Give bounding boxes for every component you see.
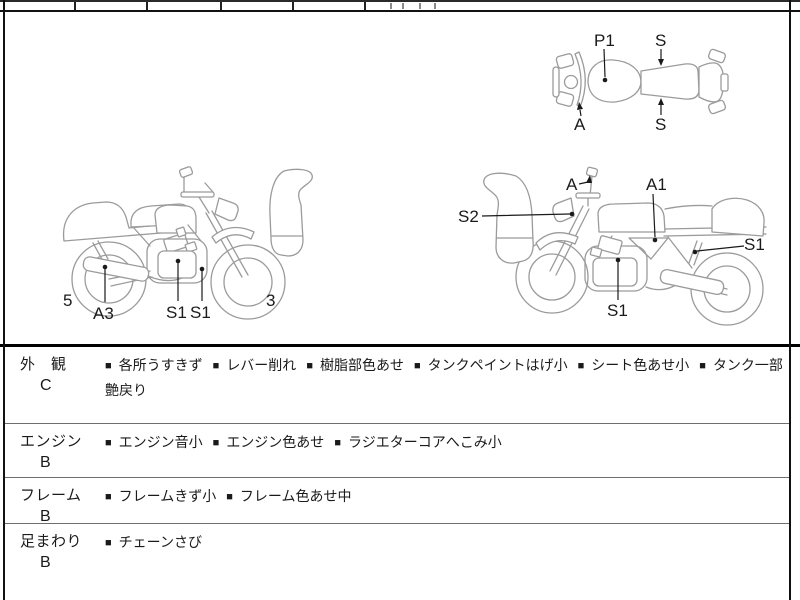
bullet-square-icon: ■ [334, 437, 341, 449]
condition-items: ■各所うすきず■レバー削れ■樹脂部色あせ■タンクペイントはげ小■シート色あせ小■… [105, 347, 789, 423]
condition-item: ■ エンジン色あせ [213, 434, 325, 450]
condition-item: ■ チェーンさび [105, 534, 202, 550]
table-top-border [0, 344, 800, 347]
label-s1-engine-right: S1 [607, 301, 628, 320]
condition-grade: B [40, 554, 51, 571]
condition-category-column: 外 観 C [5, 347, 105, 423]
condition-items: ■ フレームきず小 ■ フレーム色あせ中 [105, 478, 789, 523]
condition-item-text: シート色あせ小 [591, 357, 690, 373]
condition-item-text: 樹脂部色あせ [319, 357, 404, 373]
label-a-top-view: A [574, 115, 586, 134]
bullet-square-icon: ■ [212, 360, 220, 372]
bullet-square-icon: ■ [306, 360, 313, 372]
condition-category-column: エンジン B [5, 424, 105, 477]
diagram-top-border [0, 10, 800, 12]
bullet-square-icon: ■ [212, 437, 220, 449]
condition-grade: B [40, 454, 51, 471]
condition-item-text: 各所うすきず [118, 357, 203, 373]
column-divider [74, 0, 76, 10]
condition-item: ■ レバー削れ [213, 357, 297, 373]
bullet-square-icon: ■ [226, 491, 233, 503]
bullet-square-icon: ■ [105, 537, 112, 549]
label-a3: A3 [93, 304, 114, 323]
cropped-table-row [0, 0, 800, 10]
sheet-top-border [0, 0, 800, 2]
condition-item-text: タンクペイントはげ小 [427, 357, 568, 373]
condition-item-text: エンジン色あせ [226, 434, 325, 450]
bullet-square-icon: ■ [699, 360, 706, 372]
condition-category-column: 足まわり B [5, 524, 105, 600]
label-a1: A1 [646, 175, 667, 194]
condition-grade: C [40, 377, 52, 394]
label-s2: S2 [458, 207, 479, 226]
cut-text-fragment [390, 3, 392, 9]
label-s1-engine-left: S1 [166, 303, 187, 322]
condition-item: ■ フレーム色あせ中 [226, 488, 351, 504]
cut-text-fragment [434, 3, 436, 9]
condition-item-text: フレーム色あせ中 [239, 488, 352, 504]
condition-grade: B [40, 508, 51, 525]
condition-item: ■ エンジン音小 [105, 434, 203, 450]
condition-category: エンジン [20, 433, 83, 450]
bullet-square-icon: ■ [105, 437, 112, 449]
condition-item-text: タンク一部艶戻り [105, 357, 783, 398]
condition-item-text: ラジエターコアへこみ小 [347, 434, 502, 450]
label-a-mirror: A [566, 175, 578, 194]
label-s-rear: S [655, 115, 666, 134]
condition-table: 外 観 C ■ 各所うすきず ■ レバー削れ ■ 樹脂部色あせ ■ タンクペイントはげ小 ■ シー… [5, 347, 789, 600]
motorcycle-top-view: P1 S A S [552, 31, 729, 134]
label-5: 5 [63, 291, 72, 310]
label-s-front: S [655, 31, 666, 50]
condition-item: ■ シート色あせ小 [578, 357, 690, 373]
cut-text-fragment [419, 3, 421, 9]
condition-category: 外 観 [20, 356, 67, 373]
condition-items: ■ エンジン音小 ■ エンジン色あせ ■ ラジエターコアへこみ小 [105, 424, 789, 477]
motorcycle-right-side-view: S2 A A1 S1 S1 [458, 166, 767, 326]
bullet-square-icon: ■ [577, 360, 585, 372]
label-p1: P1 [594, 31, 615, 50]
condition-items: ■ チェーンさび [105, 524, 789, 600]
sheet-right-border [789, 0, 791, 600]
condition-row: 外 観 C ■ 各所うすきず ■ レバー削れ ■ 樹脂部色あせ ■ タンクペイントはげ小 ■ シー… [5, 347, 789, 423]
column-divider [292, 0, 294, 10]
motorcycle-left-side-view: 5 A3 S1 S1 3 [62, 166, 313, 323]
condition-item-text: エンジン音小 [118, 434, 203, 450]
condition-item-text: フレームきず小 [118, 488, 217, 504]
label-3: 3 [266, 291, 275, 310]
condition-category-column: フレーム B [5, 478, 105, 525]
cut-text-fragment [402, 3, 404, 9]
label-s1-frame-left: S1 [190, 303, 211, 322]
column-divider [220, 0, 222, 10]
condition-item: ■ 各所うすきず [105, 357, 203, 373]
condition-item: ■ タンクペイントはげ小 [414, 357, 568, 373]
condition-item-text: レバー削れ [226, 357, 297, 373]
condition-item: ■ 樹脂部色あせ [306, 357, 404, 373]
column-divider [146, 0, 148, 10]
condition-item: ■ ラジエターコアへこみ小 [334, 434, 501, 450]
condition-item-text: チェーンさび [118, 534, 202, 550]
sheet-left-border [3, 0, 5, 600]
condition-row: エンジン B ■ エンジン音小 ■ エンジン色あせ ■ ラジエターコアへこみ小 [5, 423, 789, 477]
column-divider [364, 0, 366, 10]
condition-row: フレーム B ■ フレームきず小 ■ フレーム色あせ中 [5, 477, 789, 525]
condition-item: ■タンク一部艶戻り [105, 357, 783, 398]
label-s1-shock: S1 [744, 235, 765, 254]
bullet-square-icon: ■ [105, 491, 112, 503]
bullet-square-icon: ■ [413, 360, 421, 372]
condition-category: 足まわり [20, 533, 83, 550]
condition-row: 足まわり B ■ チェーンさび [5, 523, 789, 600]
condition-item: ■ フレームきず小 [105, 488, 216, 504]
condition-category: フレーム [20, 487, 82, 504]
bullet-square-icon: ■ [105, 360, 112, 372]
